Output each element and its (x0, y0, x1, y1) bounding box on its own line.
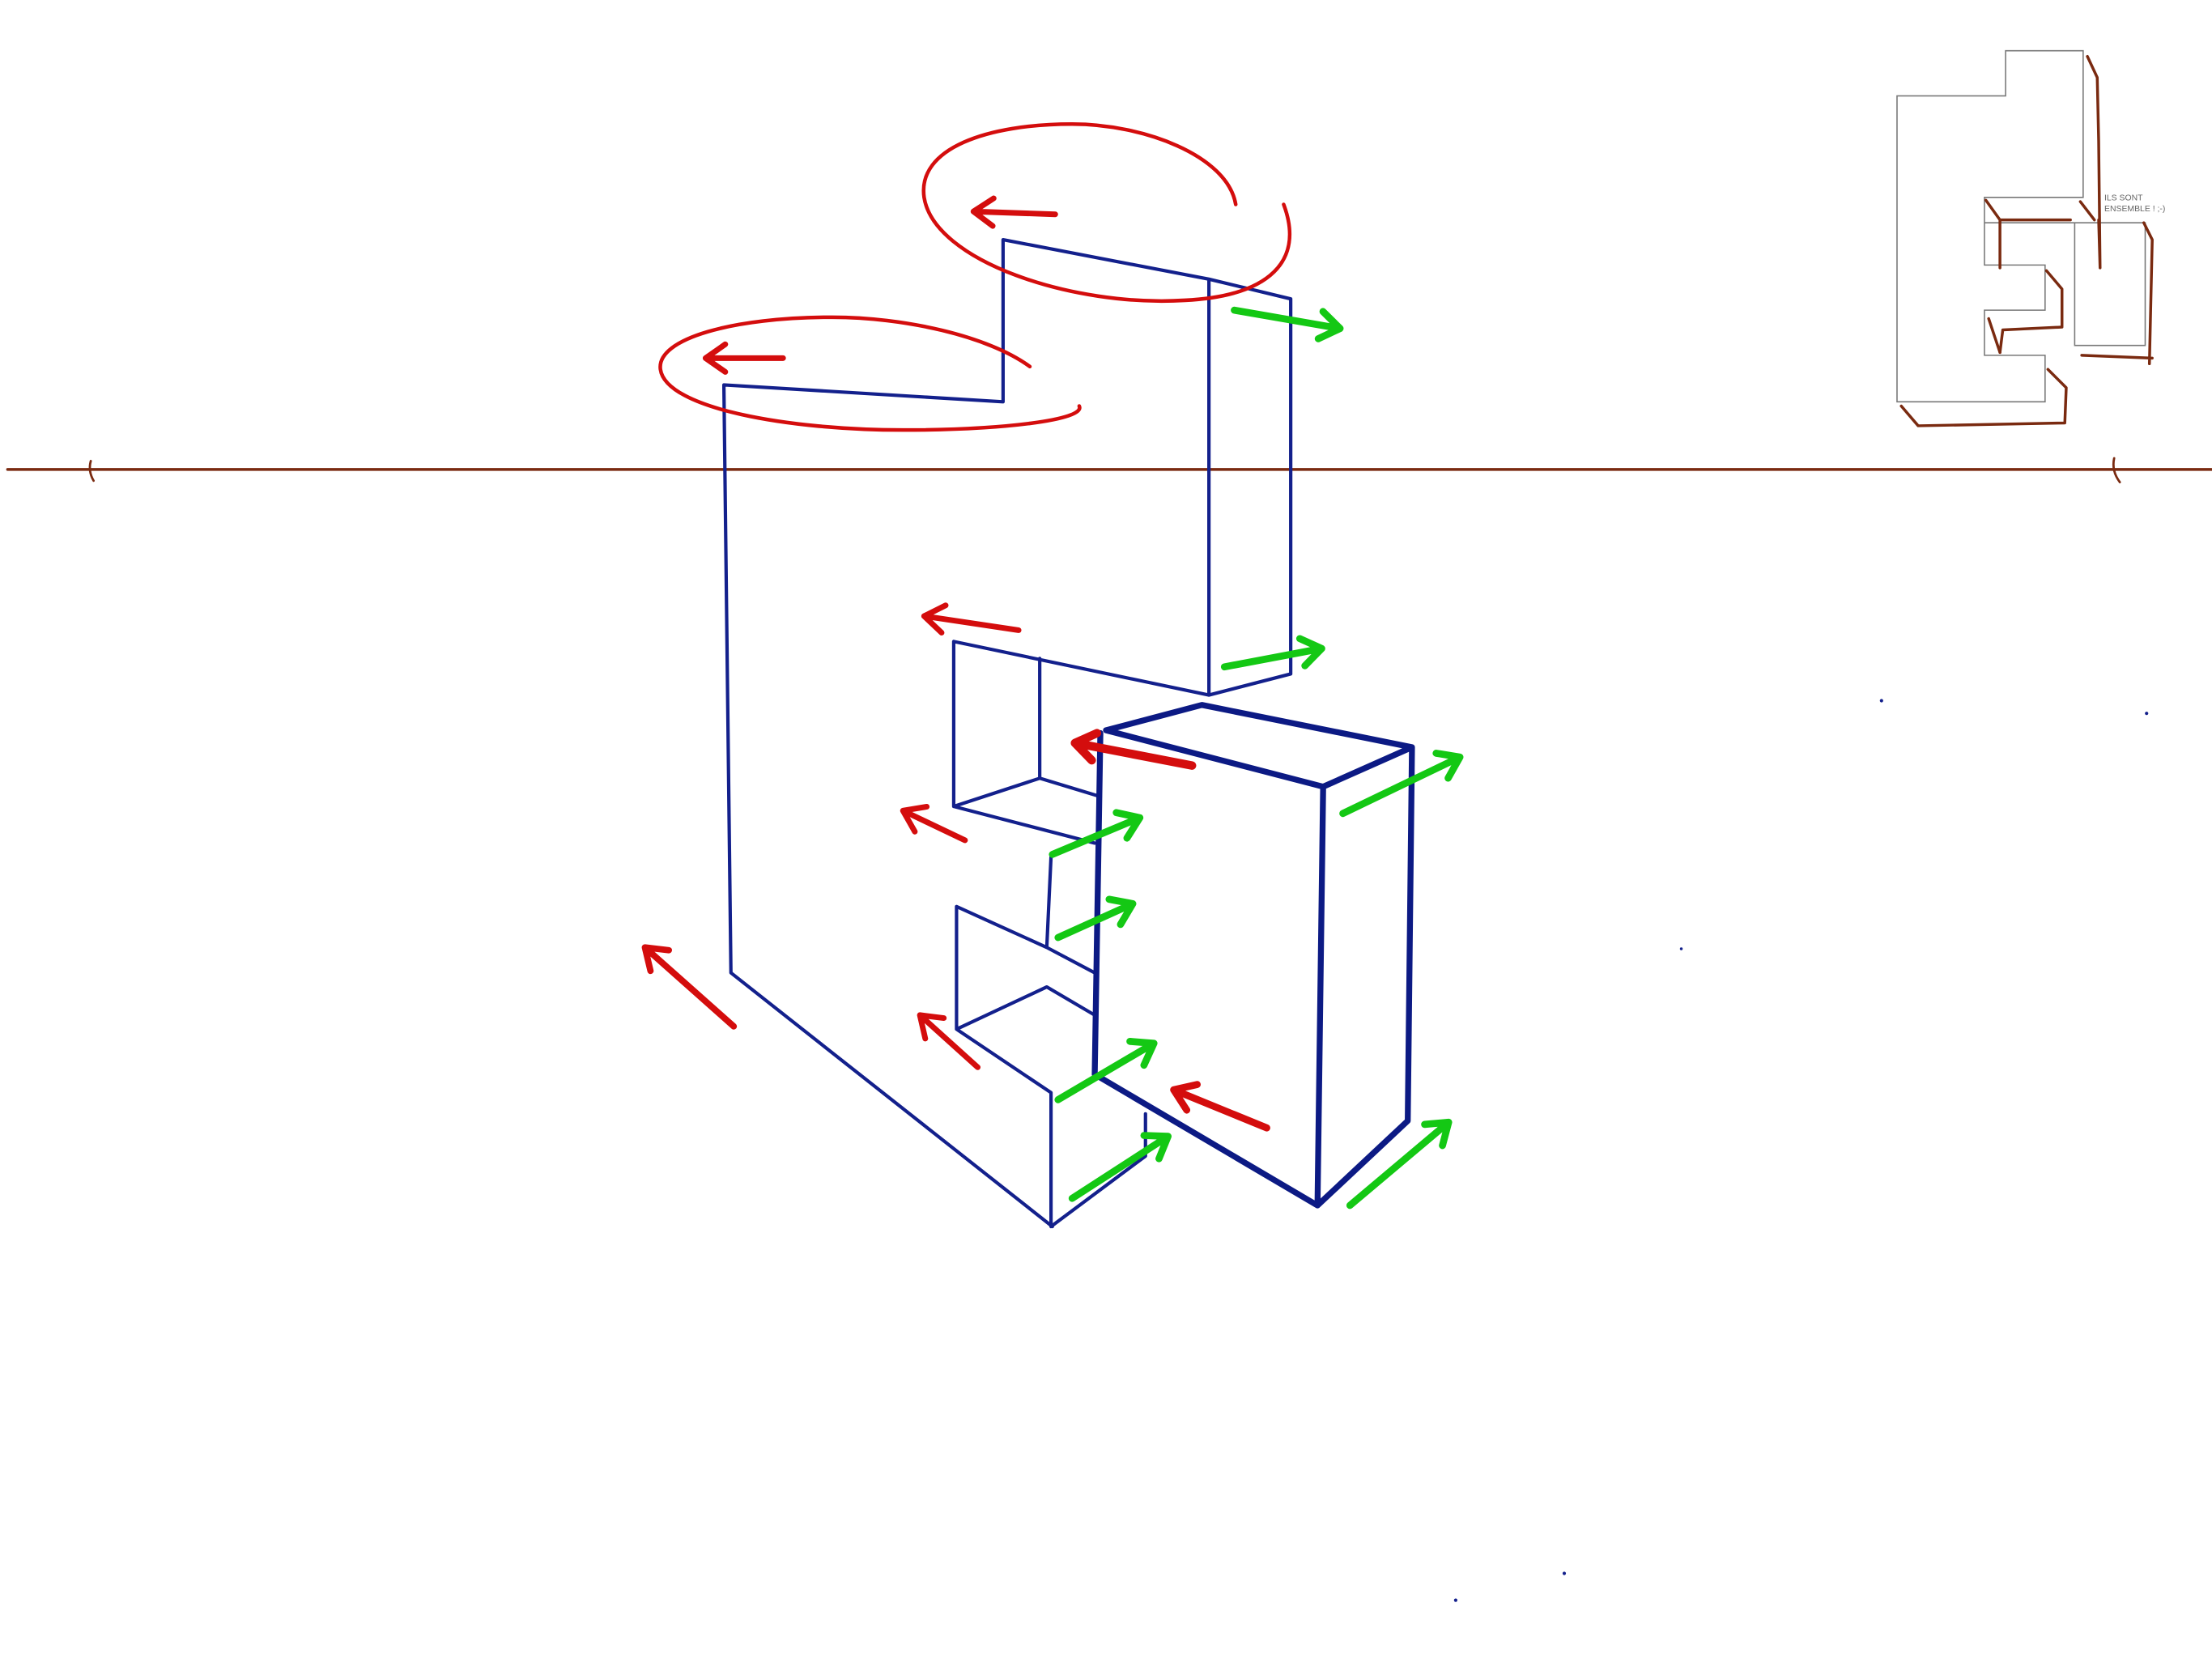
rotation-ellipses (658, 121, 1292, 432)
green-arrows (1049, 306, 1464, 1209)
shelf-structure (951, 640, 1211, 1229)
thumbnail-annotation-line2: ENSEMBLE ! ;-) (2104, 205, 2165, 214)
right-arrow (1346, 1118, 1453, 1209)
right-arrow (1054, 1038, 1158, 1103)
left-arrow (1070, 729, 1197, 770)
horizon-line (6, 457, 2212, 483)
stray-dots (1453, 699, 2149, 1602)
right-arrow (1220, 635, 1325, 671)
reference-thumbnail: ILS SONT ENSEMBLE ! ;-) (1896, 49, 2165, 427)
left-arrow (917, 1012, 981, 1070)
back-tall-block (721, 237, 1293, 1229)
left-arrow (641, 944, 738, 1030)
right-arrow (1339, 750, 1464, 818)
left-arrow (702, 341, 786, 375)
right-arrow (1231, 306, 1344, 342)
left-arrow (970, 195, 1058, 229)
front-box (1091, 702, 1415, 1209)
thumbnail-annotation-line1: ILS SONT (2104, 193, 2143, 202)
right-arrow (1068, 1132, 1172, 1202)
red-arrows (641, 195, 1270, 1132)
left-arrow (900, 803, 968, 844)
left-arrow (1170, 1081, 1270, 1132)
left-arrow (921, 602, 1022, 636)
right-arrow (1054, 895, 1137, 942)
right-arrow (1049, 809, 1144, 858)
